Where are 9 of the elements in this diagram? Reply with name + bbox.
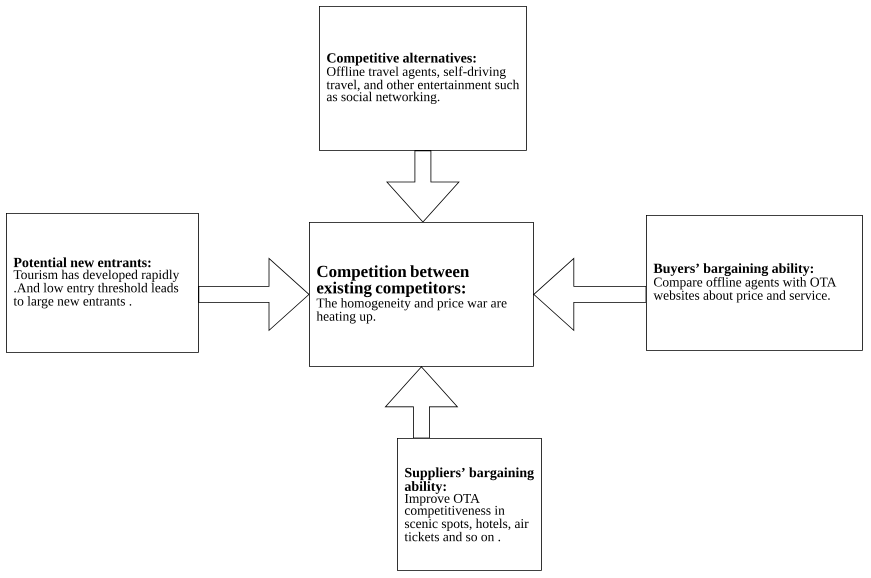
text-box: Potential new entrants: Tourism has developed rapidly .And low entry threshold leads to large new entrants . <box>6 213 199 353</box>
text-box: Suppliers’ bargaining ability: Improve OTA competitiveness in scenic spots, hotels, air tickets and so on . <box>397 438 542 571</box>
text-box: Buyers’ bargaining ability: Compare offline agents with OTA websites about price and service. <box>646 215 863 351</box>
hollow-arrow <box>198 258 310 332</box>
text-box: Competition between existing competitors: The homogeneity and price war are heating up. <box>309 222 534 367</box>
hollow-arrow <box>533 258 646 332</box>
text-box: Competitive alternatives: Offline travel agents, self-driving travel, and other entertainment such as social networking. <box>319 6 527 151</box>
hollow-arrow <box>386 150 460 223</box>
hollow-arrow <box>384 366 458 438</box>
